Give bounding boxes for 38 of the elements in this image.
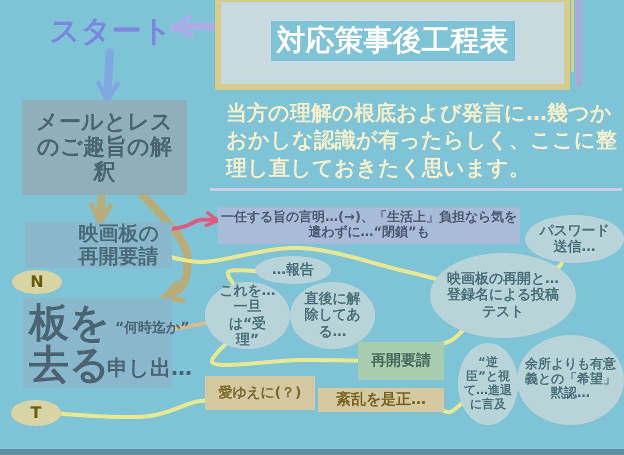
ellipse-node [525, 215, 624, 263]
node-text: メールとレスのご趣旨の解釈 [35, 110, 174, 186]
title-panel [215, 0, 570, 90]
node-text: “逆臣”と視て…進退に言及 [463, 356, 513, 412]
node-text: スタート [50, 14, 172, 50]
node-text: 愛ゆえに(？) [218, 384, 302, 402]
connector-line [58, 398, 207, 420]
node-text: 直後に解除してある… [304, 291, 362, 340]
note-box [318, 388, 444, 412]
node-text: パスワード送信… [538, 222, 610, 256]
node-text: …報告 [272, 262, 314, 278]
node-text: 再開要請 [371, 352, 431, 370]
connector-line [170, 246, 438, 281]
process-box [25, 222, 172, 268]
node-text: 一任する旨の言明…(→)、「生活上」負担なら気を遣わずに…“閉鎖”も [220, 210, 518, 240]
node-text: 映画板の再開と…登録名による投稿テスト [446, 271, 560, 320]
node-text: これを…一旦は“受理” [218, 283, 276, 348]
process-box [358, 342, 444, 380]
node-text: 余所よりも有意義との「希望」黙認… [524, 358, 616, 402]
process-box [22, 100, 187, 195]
title-text: 対応策事後工程表 [270, 21, 514, 61]
arrow [170, 211, 220, 232]
connector-line [210, 342, 360, 367]
node-text: “何時迄か” [115, 320, 190, 336]
connector-line [556, 260, 564, 270]
marker-ellipse [12, 270, 62, 294]
node-text: 申し出… [107, 356, 192, 380]
node-text: 紊乱を是正… [336, 391, 426, 409]
connector-line [442, 328, 464, 346]
marker-ellipse [11, 400, 61, 426]
node-text: 映画板の再開要請 [78, 222, 160, 268]
note-box [205, 376, 315, 410]
connector-line [170, 321, 208, 332]
connector-line [226, 268, 258, 286]
connector-line [442, 401, 464, 414]
intro-paragraph: 当方の理解の根底および発言に…幾つかおかしな認識が有ったらしく、ここに整理し直しておきたく思います。 [226, 100, 618, 182]
marker-letter: N [30, 272, 44, 292]
marker-letter: T [30, 404, 42, 422]
